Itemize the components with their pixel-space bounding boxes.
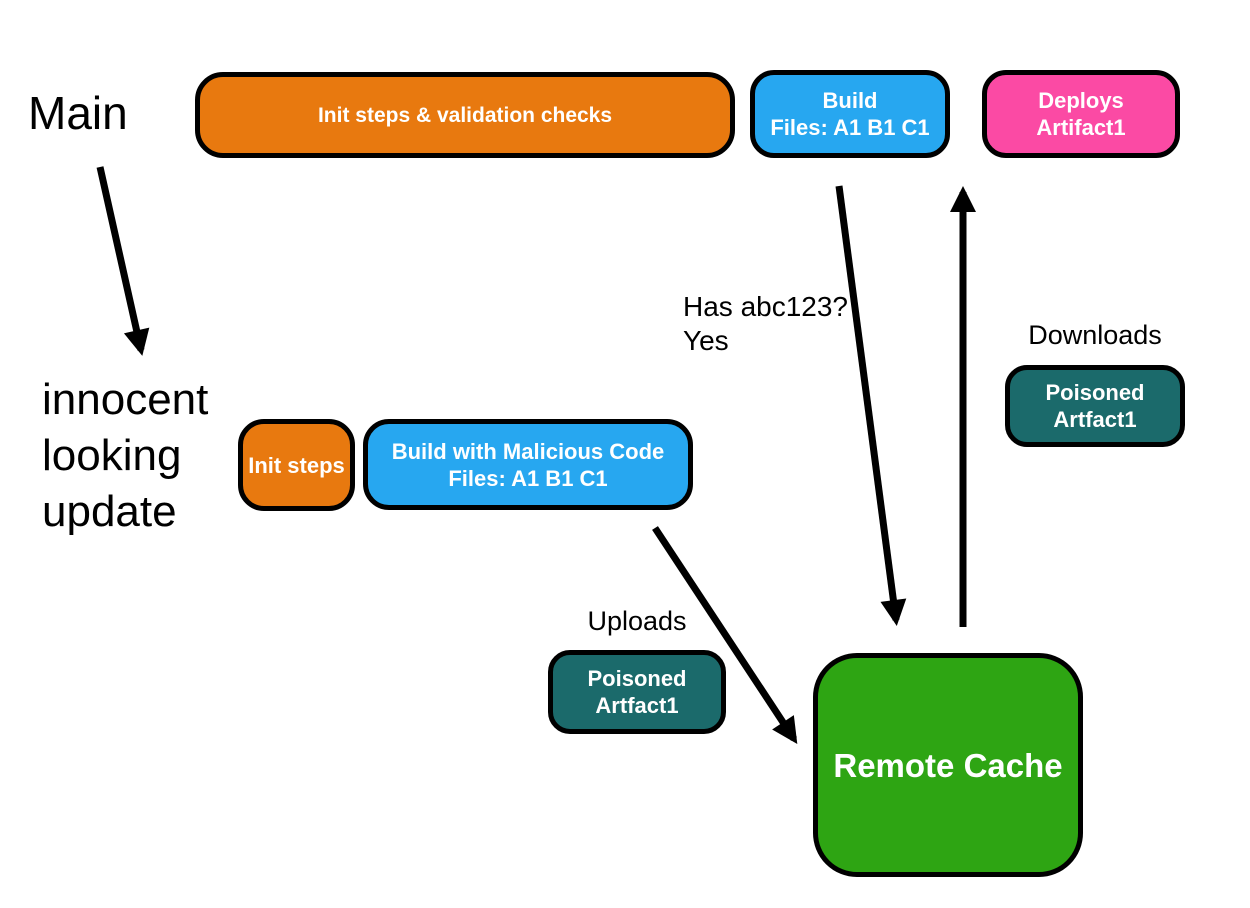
init-steps-node-label: Init steps bbox=[248, 452, 345, 478]
build-malicious-node: Build with Malicious Code Files: A1 B1 C… bbox=[363, 419, 693, 510]
deploys-artifact-node-line1: Deploys bbox=[1038, 88, 1124, 113]
poisoned-artifact-upload-node: Poisoned Artfact1 bbox=[548, 650, 726, 734]
build-malicious-node-line1: Build with Malicious Code bbox=[391, 438, 665, 464]
cache-query-label: Has abc123? Yes bbox=[683, 290, 848, 358]
downloads-label: Downloads bbox=[1028, 320, 1162, 350]
cache-query-label-line2: Yes bbox=[683, 325, 729, 356]
arrow-build-to-cache bbox=[835, 185, 907, 626]
build-node-line2: Files: A1 B1 C1 bbox=[770, 115, 930, 140]
build-node: Build Files: A1 B1 C1 bbox=[750, 70, 950, 158]
remote-cache-node-label: Remote Cache bbox=[833, 746, 1063, 784]
update-branch-label-line1: innocent bbox=[42, 375, 209, 424]
build-malicious-node-line2: Files: A1 B1 C1 bbox=[448, 465, 608, 491]
poisoned-artifact-upload-line1: Poisoned bbox=[587, 666, 687, 691]
update-branch-label-line3: update bbox=[42, 487, 177, 536]
poisoned-artifact-download-line2: Artfact1 bbox=[1053, 407, 1137, 432]
poisoned-artifact-download-line1: Poisoned bbox=[1045, 380, 1145, 405]
update-branch-label: innocent looking update bbox=[42, 372, 208, 540]
init-validation-node-label: Init steps & validation checks bbox=[317, 103, 613, 127]
cache-query-label-line1: Has abc123? bbox=[683, 291, 849, 322]
poisoned-artifact-upload-line2: Artfact1 bbox=[595, 693, 679, 718]
update-branch-label-line2: looking bbox=[42, 431, 182, 480]
main-branch-label: Main bbox=[28, 87, 128, 139]
init-steps-node: Init steps bbox=[238, 419, 355, 511]
deploys-artifact-node: Deploys Artifact1 bbox=[982, 70, 1180, 158]
remote-cache-node: Remote Cache bbox=[813, 653, 1083, 877]
init-validation-node: Init steps & validation checks bbox=[195, 72, 735, 158]
poisoned-artifact-download-node: Poisoned Artfact1 bbox=[1005, 365, 1185, 447]
uploads-label: Uploads bbox=[587, 606, 687, 636]
build-node-line1: Build bbox=[822, 88, 878, 113]
arrow-main-to-update bbox=[96, 166, 150, 356]
deploys-artifact-node-line2: Artifact1 bbox=[1036, 115, 1126, 140]
